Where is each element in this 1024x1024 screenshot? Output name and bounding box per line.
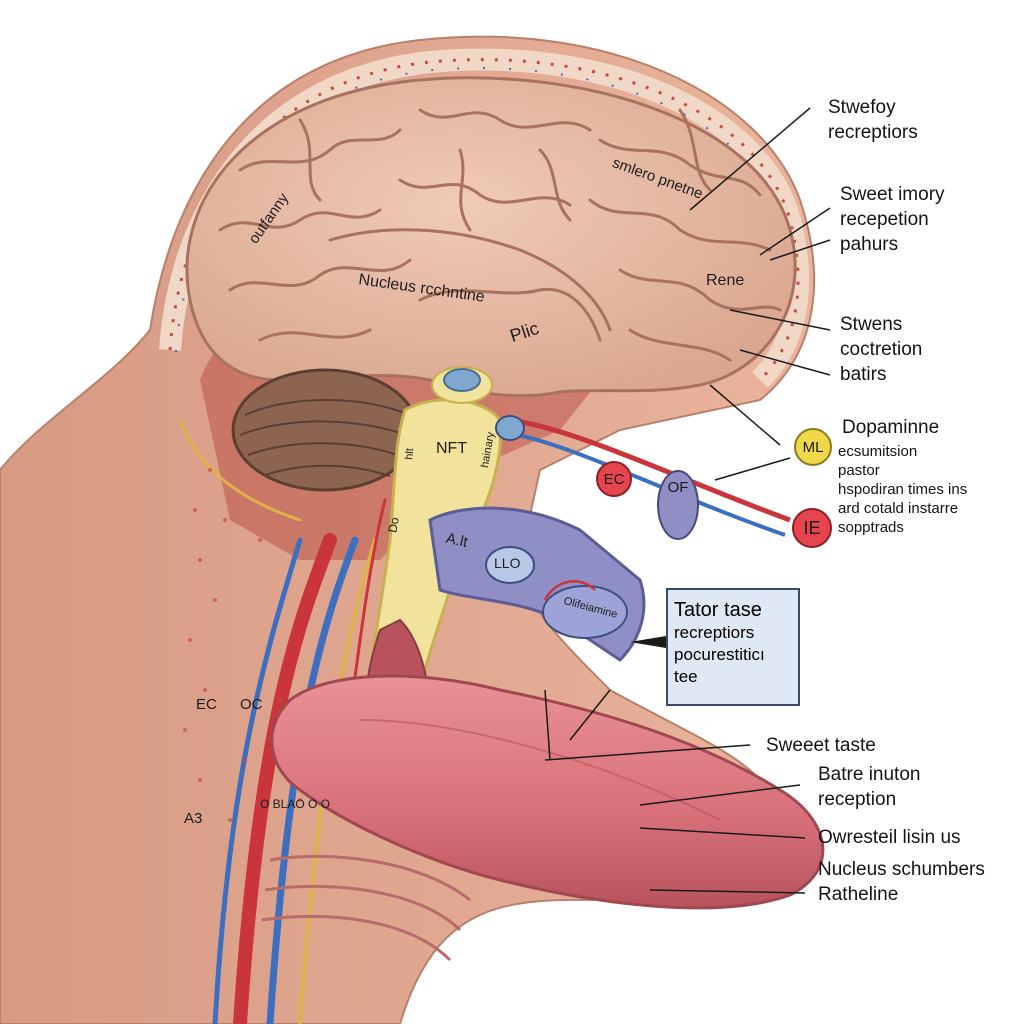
badge-ml-text: ML — [802, 438, 824, 456]
badge-ec-text: EC — [603, 470, 625, 488]
label-line: Nucleus schumbers — [818, 859, 985, 880]
label-line: sopptrads — [838, 519, 904, 536]
badge-of-text: OF — [667, 478, 689, 496]
label-blao: O BLAO O O — [260, 797, 331, 811]
label-dopaminne: Dopaminne — [842, 415, 939, 440]
box-title: Tator tase — [674, 599, 762, 621]
taste-receptors-box: Tator tase recreptiors pocurestiticı tee — [666, 588, 800, 706]
vessel-red — [509, 417, 791, 523]
label-owresteil: Owresteil lisin us — [818, 825, 961, 850]
label-do: Do — [385, 516, 402, 534]
label-line: pahurs — [840, 234, 899, 255]
label-line: reception — [818, 789, 897, 810]
label-sweeet-taste: Sweeet taste — [766, 733, 876, 758]
label-stwens: Stwens coctretion batirs — [840, 312, 922, 387]
label-line: batirs — [840, 364, 887, 385]
label-stwefoy: Stwefoy recreptiors — [828, 95, 918, 145]
label-line: coctretion — [840, 339, 923, 360]
badge-ie-text: IE — [803, 517, 821, 538]
label-batre-inuton: Batre inuton reception — [818, 762, 920, 812]
tongue — [270, 674, 825, 910]
label-rene: Rene — [706, 272, 745, 289]
badge-ec: EC — [596, 461, 632, 497]
box-line: tee — [674, 667, 698, 686]
label-llo: LLO — [494, 555, 521, 571]
leader-lines — [544, 107, 831, 894]
label-line: Stwefoy — [828, 97, 896, 118]
label-line: hspodiran times ins — [838, 481, 968, 498]
tissue-dots — [183, 468, 302, 822]
label-sweet-imory: Sweet imory recepetion pahurs — [840, 182, 945, 257]
label-nucleus-schumbers: Nucleus schumbers Ratheline — [818, 857, 985, 907]
label-line: Dopaminne — [842, 417, 940, 438]
cerebellum — [231, 368, 419, 492]
label-nft: NFT — [436, 440, 468, 457]
label-a3: A3 — [184, 810, 203, 827]
label-ec-left: EC — [196, 696, 217, 713]
label-line: Owresteil lisin us — [818, 827, 961, 848]
label-oc: OC — [240, 696, 263, 713]
badge-ie: IE — [792, 508, 832, 548]
label-line: Ratheline — [818, 884, 899, 905]
label-line: Sweeet taste — [766, 735, 876, 756]
badge-ml: ML — [794, 428, 832, 466]
brain-folds — [218, 108, 782, 362]
box-line: recreptiors — [674, 623, 755, 642]
label-dopaminne-sub: ecsumitsion pastor hspodiran times ins a… — [838, 442, 967, 537]
label-line: recepetion — [840, 209, 929, 230]
label-line: recreptiors — [828, 122, 918, 143]
label-line: ard cotald instarre — [838, 500, 959, 517]
label-hlt: hlt — [403, 447, 417, 461]
label-line: pastor — [838, 462, 880, 479]
badge-of: OF — [660, 472, 696, 502]
box-line: pocurestiticı — [674, 645, 765, 664]
label-line: Stwens — [840, 314, 903, 335]
label-line: ecsumitsion — [838, 443, 918, 460]
label-line: Batre inuton — [818, 764, 921, 785]
label-line: Sweet imory — [840, 184, 945, 205]
